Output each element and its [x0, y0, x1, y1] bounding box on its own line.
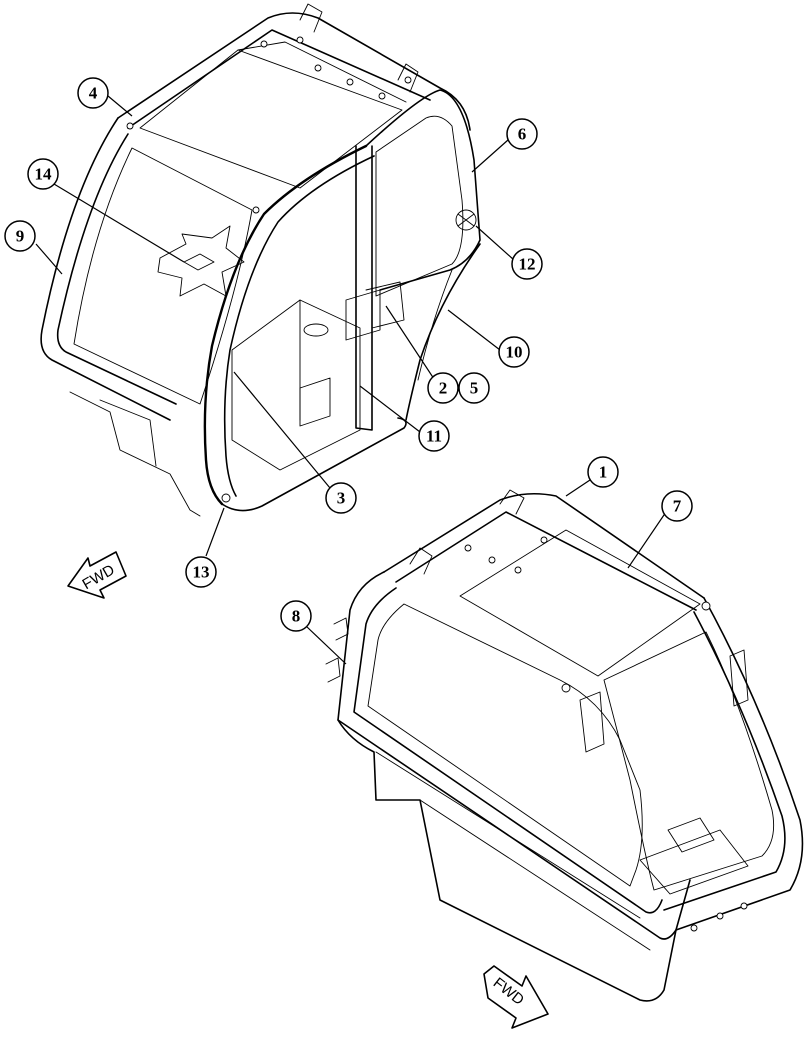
svg-text:13: 13 [193, 563, 210, 582]
svg-text:11: 11 [426, 427, 442, 446]
cab-lower-view [325, 489, 804, 1002]
svg-text:14: 14 [35, 165, 53, 184]
callout-1: 1 [587, 456, 619, 488]
callout-12: 12 [511, 248, 543, 280]
callout-7: 7 [661, 490, 693, 522]
svg-text:12: 12 [519, 255, 536, 274]
svg-text:9: 9 [16, 227, 25, 246]
callout-8: 8 [280, 600, 312, 632]
svg-text:4: 4 [89, 84, 98, 103]
fwd-label-left: FWD [80, 561, 118, 593]
svg-text:3: 3 [337, 489, 346, 508]
svg-text:7: 7 [673, 497, 682, 516]
svg-text:10: 10 [506, 343, 523, 362]
callout-10: 10 [498, 336, 530, 368]
callout-5: 5 [458, 372, 490, 404]
svg-text:6: 6 [518, 125, 527, 144]
cab-upper-view [40, 3, 481, 517]
callout-9: 9 [4, 220, 36, 252]
fwd-arrow-right: FWD [483, 965, 549, 1029]
callout-2: 2 [427, 372, 459, 404]
fwd-arrow-left: FWD [67, 551, 127, 599]
callout-14: 14 [27, 158, 59, 190]
callout-3: 3 [325, 482, 357, 514]
svg-text:1: 1 [599, 463, 608, 482]
svg-text:5: 5 [470, 379, 479, 398]
svg-text:2: 2 [439, 379, 448, 398]
svg-text:8: 8 [292, 607, 301, 626]
callout-6: 6 [506, 118, 538, 150]
callout-11: 11 [418, 420, 450, 452]
leader-lines [35, 95, 667, 665]
callout-13: 13 [185, 556, 217, 588]
callout-4: 4 [77, 77, 109, 109]
